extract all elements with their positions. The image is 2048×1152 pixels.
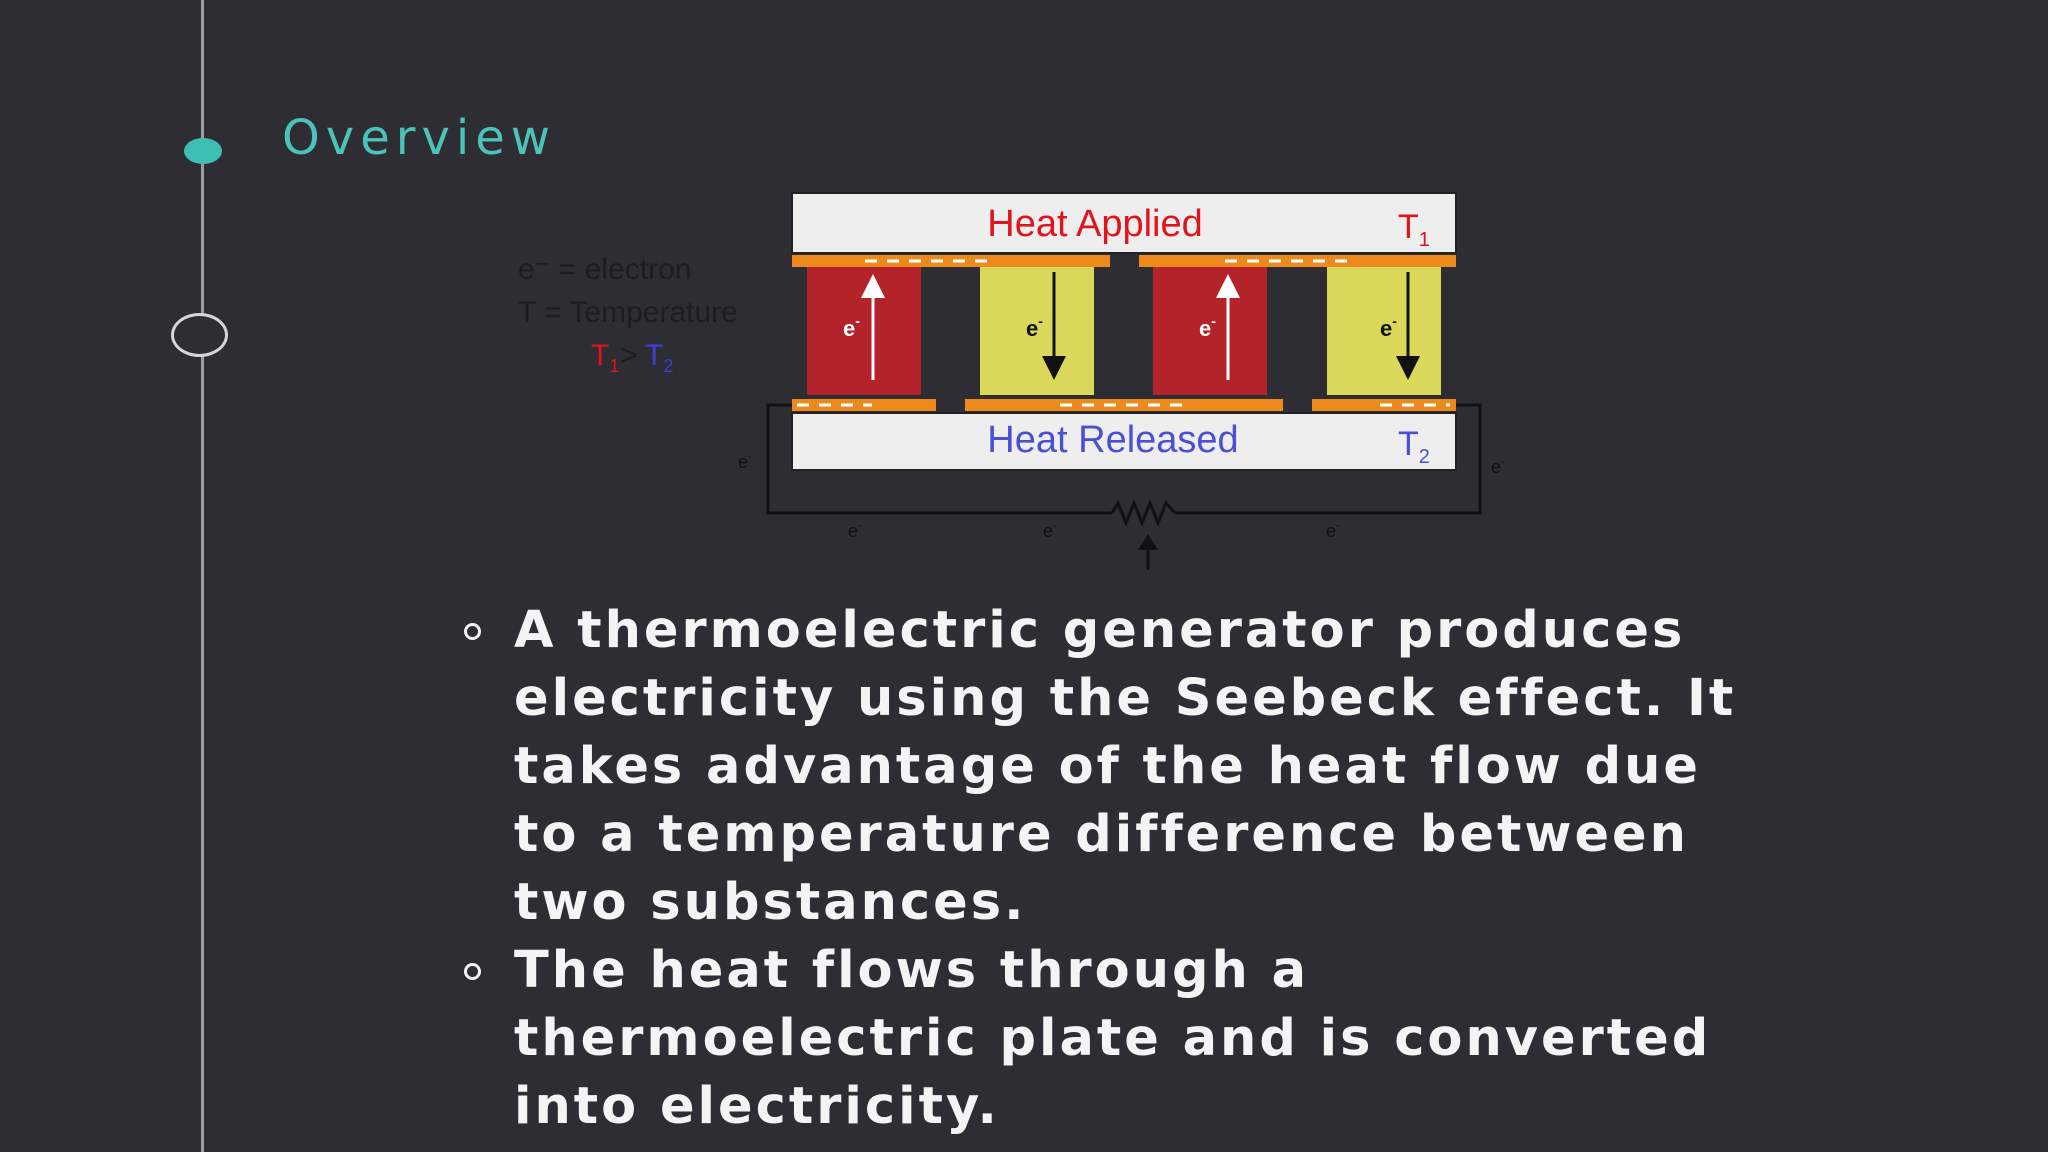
leg-3-electron: e- — [1199, 313, 1216, 341]
legend-temperature: T = Temperature — [518, 296, 738, 329]
circuit-electron-bottom-2: e- — [1043, 518, 1057, 541]
hot-plate — [791, 192, 1457, 254]
cold-plate-label: Heat Released — [987, 419, 1238, 461]
hot-plate-label: Heat Applied — [987, 203, 1203, 245]
bullet-circle-icon — [464, 623, 481, 640]
legend-electron: e⁻ = electron — [518, 253, 691, 286]
legend-gt: > — [620, 339, 638, 372]
overview-bullet-list: A thermoelectric generator produces elec… — [460, 597, 1760, 1141]
bullet-circle-icon — [464, 963, 481, 980]
cold-temp-label: T2 — [1398, 425, 1430, 468]
leg-2-electron: e- — [1026, 313, 1043, 341]
bullet-item: The heat flows through a thermoelectric … — [460, 937, 1760, 1141]
timeline-line — [201, 0, 204, 1152]
circuit-electron-bottom-3: e- — [1326, 518, 1340, 541]
circuit-electron-bottom-1: e- — [848, 518, 862, 541]
bottom-conductor-middle — [965, 399, 1283, 411]
leg-4-electron: e- — [1380, 313, 1397, 341]
cold-plate — [791, 412, 1457, 471]
resistor-arrow-icon — [1138, 534, 1158, 550]
legend-t1: T1 — [591, 339, 619, 376]
circuit-electron-left-side: e- — [738, 449, 752, 472]
conductor-flow-dashes — [797, 259, 1450, 407]
top-conductor-left — [792, 255, 1110, 267]
bullet-text: The heat flows through a thermoelectric … — [514, 941, 1712, 1136]
slide-title: Overview — [282, 110, 556, 166]
legend-relation: T1 > T2 — [591, 339, 673, 376]
bullet-item: A thermoelectric generator produces elec… — [460, 597, 1760, 937]
n-type-leg-2 — [1327, 267, 1441, 395]
circuit-electron-right-side: e- — [1491, 454, 1505, 477]
resistor — [1110, 498, 1177, 528]
timeline-dot-inactive[interactable] — [171, 313, 228, 357]
legend-t2: T2 — [645, 339, 673, 376]
hot-temp-label: T1 — [1398, 208, 1430, 251]
bullet-text: A thermoelectric generator produces elec… — [514, 601, 1737, 932]
n-type-leg-1 — [980, 267, 1094, 395]
p-type-leg-1 — [807, 267, 921, 395]
leg-1-electron: e- — [843, 313, 860, 341]
timeline-dot-active[interactable] — [184, 138, 222, 164]
p-type-leg-2 — [1153, 267, 1267, 395]
thermoelectric-diagram: e⁻ = electron T = Temperature T1 > T2 He… — [518, 192, 1505, 570]
